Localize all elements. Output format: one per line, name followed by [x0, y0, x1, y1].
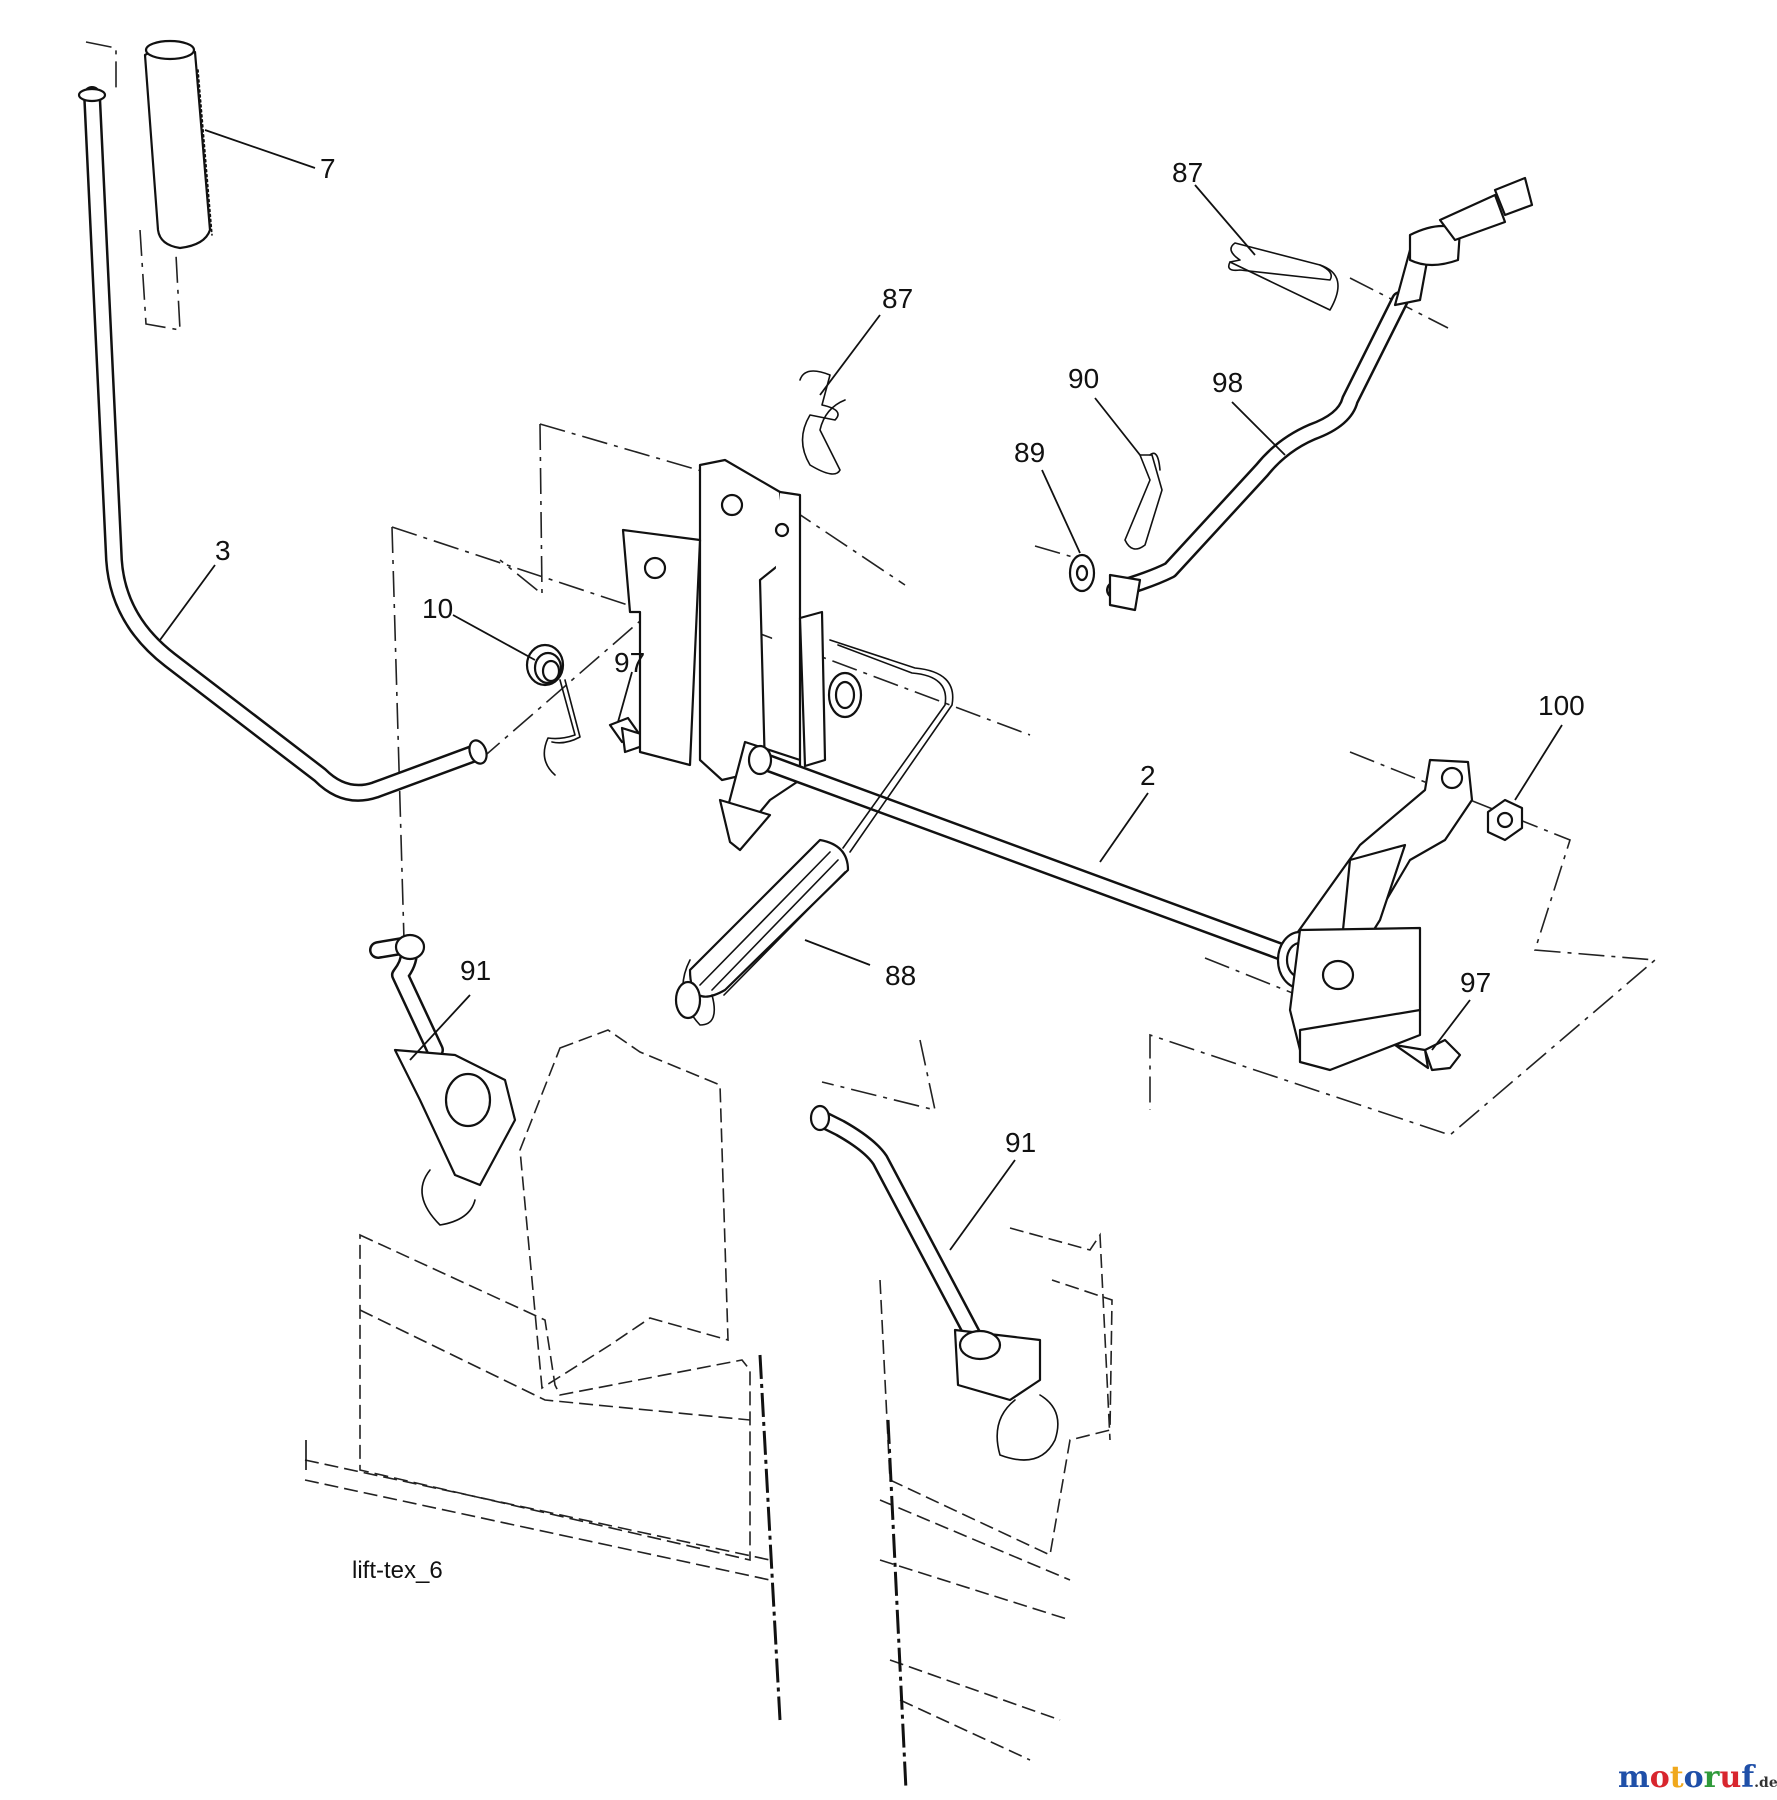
lift-wire: [829, 639, 954, 853]
lift-link-left: [369, 933, 517, 1226]
callout-labels: 7 3 10 97 87 87 90 89 98 2 100 88 97 91 …: [215, 153, 1585, 1158]
callout-89: 89: [1014, 437, 1045, 468]
adjust-rod: [1106, 176, 1534, 612]
washer: [1068, 553, 1096, 593]
callout-2: 2: [1140, 760, 1156, 791]
right-lift-arm: [1276, 758, 1474, 1072]
callout-87-right: 87: [1172, 157, 1203, 188]
callout-97-lower: 97: [1460, 967, 1491, 998]
callout-100: 100: [1538, 690, 1585, 721]
callout-7: 7: [320, 153, 336, 184]
drawing-id: lift-tex_6: [352, 1557, 443, 1584]
callout-88: 88: [885, 960, 916, 991]
svg-text:motoruf.de: motoruf.de: [1618, 1760, 1777, 1795]
hairpin-clip-upper: [799, 370, 846, 475]
callout-10: 10: [422, 593, 453, 624]
watermark-letter: r: [1704, 1760, 1721, 1795]
extension-spring: [674, 838, 850, 1026]
callout-91-right: 91: [1005, 1127, 1036, 1158]
handle-grip: [143, 39, 213, 250]
watermark-suffix: .de: [1754, 1775, 1777, 1791]
callout-3: 3: [215, 535, 231, 566]
watermark-letter: o: [1684, 1760, 1704, 1795]
watermark-letter: m: [1618, 1760, 1650, 1795]
lift-link-right: [809, 1104, 1059, 1461]
watermark: motoruf.de: [1618, 1760, 1777, 1795]
locknut: [1486, 798, 1524, 842]
callout-90: 90: [1068, 363, 1099, 394]
cotter-pin: [1124, 452, 1163, 550]
callout-91-left: 91: [460, 955, 491, 986]
mower-deck-phantom: [304, 1029, 1113, 1791]
callout-98: 98: [1212, 367, 1243, 398]
callout-97-upper: 97: [614, 647, 645, 678]
lift-bracket: [621, 458, 863, 852]
watermark-letter: f: [1741, 1760, 1756, 1795]
watermark-letter: t: [1670, 1760, 1684, 1795]
torsion-spring: [525, 643, 581, 776]
hairpin-clip-right: [1227, 242, 1339, 311]
bolt-lower: [1393, 1038, 1462, 1072]
lift-handle-rod: [77, 86, 488, 802]
lift-shaft: [747, 744, 1299, 964]
callout-leaders: [159, 129, 1563, 1251]
watermark-letter: u: [1719, 1760, 1741, 1795]
watermark-letter: o: [1650, 1760, 1670, 1795]
callout-87-upper: 87: [882, 283, 913, 314]
